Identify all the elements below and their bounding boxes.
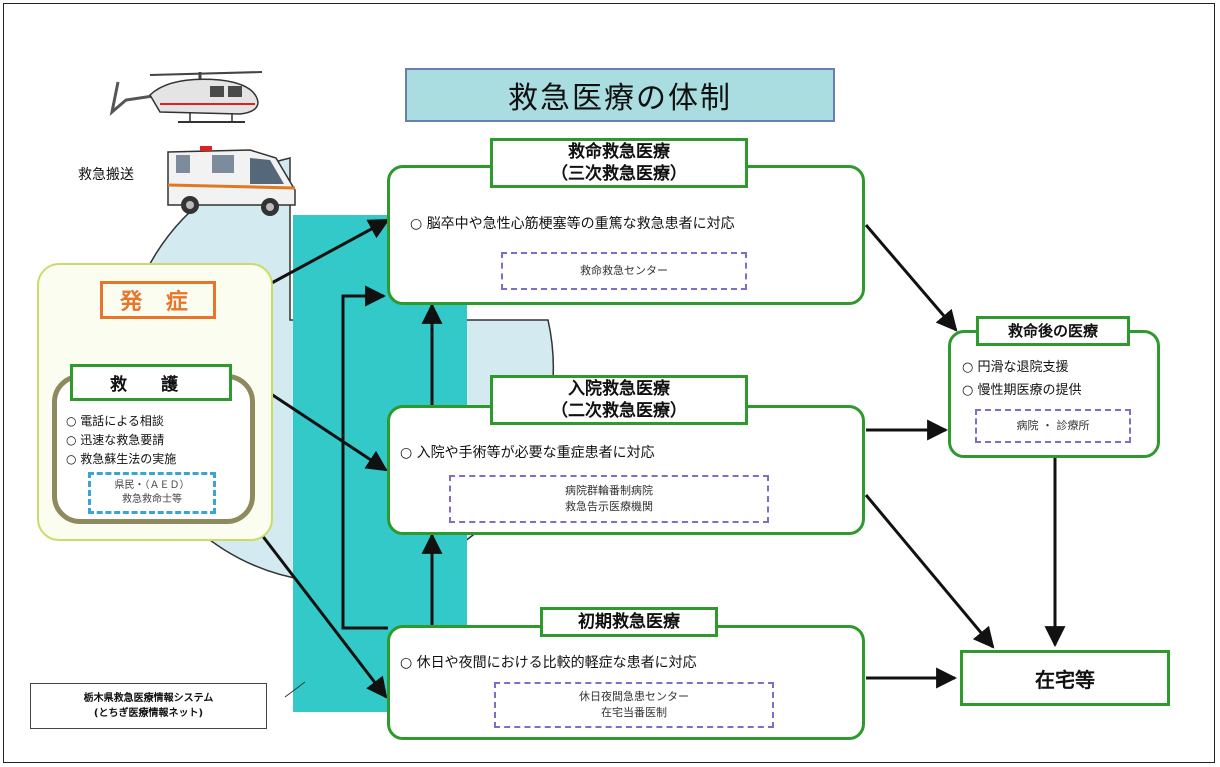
information-system-box: 栃木県救急医療情報システム (とちぎ医療情報ネット) <box>30 683 267 729</box>
post-rescue-item-discharge: ○ 円滑な退院支援 <box>962 360 1069 375</box>
secondary-care-box <box>387 405 865 535</box>
tertiary-title-line2: （三次救急医療） <box>551 164 687 184</box>
tertiary-description: ○ 脳卒中や急性心筋梗塞等の重篤な救急患者に対応 <box>410 216 735 232</box>
rescue-facility-box: 県民・（ＡＥＤ） 救急救命士等 <box>88 472 216 514</box>
post-rescue-title: 救命後の医療 <box>1007 322 1098 340</box>
system-connector <box>284 681 306 698</box>
ambulance-icon <box>167 146 296 216</box>
rescue-item-resuscitation: ○ 救急蘇生法の実施 <box>66 452 177 466</box>
secondary-title-line1: 入院救急医療 <box>568 379 670 399</box>
rescue-item-request: ○ 迅速な救急要請 <box>66 433 165 447</box>
primary-description: ○ 休日や夜間における比較的軽症な患者に対応 <box>400 655 697 671</box>
tertiary-title-line1: 救命救急医療 <box>568 142 670 162</box>
arrow-onset-secondary <box>267 390 388 472</box>
tertiary-facility-box: 救命救急センター <box>501 252 747 290</box>
system-subname: (とちぎ医療情報ネット) <box>93 708 204 719</box>
tertiary-facility: 救命救急センター <box>580 264 668 277</box>
primary-care-header: 初期救急医療 <box>540 607 718 637</box>
secondary-title-line2: （二次救急医療） <box>551 401 687 421</box>
page-title: 救急医療の体制 <box>405 68 835 122</box>
diagram-frame <box>3 3 1215 763</box>
secondary-facility: 救急告示医療機関 <box>565 500 653 513</box>
post-rescue-facility-box: 病院 ・ 診療所 <box>975 409 1131 443</box>
secondary-description: ○ 入院や手術等が必要な重症患者に対応 <box>400 445 655 461</box>
primary-title: 初期救急医療 <box>578 612 680 632</box>
primary-facility: 在宅当番医制 <box>601 706 667 719</box>
post-rescue-facility: 病院 ・ 診療所 <box>1016 419 1090 432</box>
arrow-secondary-home <box>864 494 995 649</box>
secondary-facility-box: 病院群輪番制病院 救急告示医療機関 <box>449 475 769 523</box>
post-rescue-header: 救命後の医療 <box>976 316 1130 346</box>
arrow-primary-to-tertiary <box>341 285 388 630</box>
secondary-facility: 病院群輪番制病院 <box>565 484 653 497</box>
primary-facility: 休日夜間急患センター <box>579 690 689 703</box>
post-rescue-item-chronic: ○ 慢性期医療の提供 <box>962 383 1082 398</box>
rescue-facility-line: 救急救命士等 <box>122 494 182 505</box>
arrow-onset-primary <box>256 529 388 699</box>
system-name: 栃木県救急医療情報システム <box>83 693 214 704</box>
arrow-onset-tertiary <box>267 218 390 287</box>
secondary-care-header: 入院救急医療 （二次救急医療） <box>490 375 748 425</box>
home-box: 在宅等 <box>960 650 1170 706</box>
rescue-facility-line: 県民・（ＡＥＤ） <box>114 480 190 491</box>
rescue-item-phone: ○ 電話による相談 <box>66 414 164 428</box>
helicopter-icon <box>109 71 263 123</box>
arrow-tertiary-post <box>864 224 958 332</box>
primary-facility-box: 休日夜間急患センター 在宅当番医制 <box>494 682 774 728</box>
onset-box: 発 症 <box>100 281 216 319</box>
rescue-header: 救 護 <box>70 364 232 401</box>
transport-label: 救急搬送 <box>78 167 134 183</box>
tertiary-care-header: 救命救急医療 （三次救急医療） <box>490 138 748 188</box>
